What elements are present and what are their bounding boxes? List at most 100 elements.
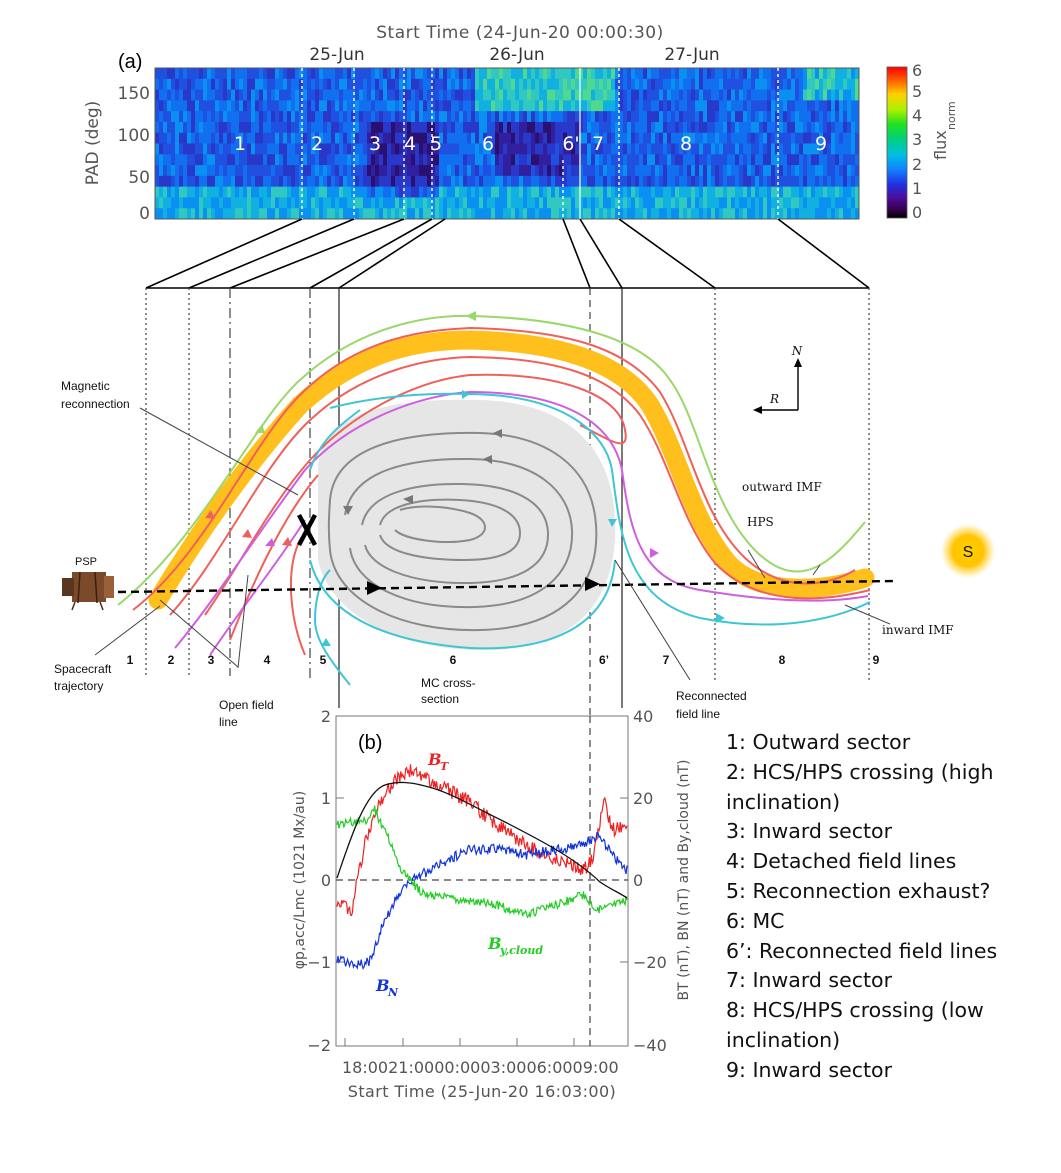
- radial-label: R: [769, 392, 779, 406]
- region-label-6: 6: [482, 133, 494, 155]
- right-ytick-m40: −40: [633, 1036, 667, 1055]
- left-ytick-1: 1: [321, 789, 331, 808]
- region-legend: 1: Outward sector 2: HCS/HPS crossing (h…: [726, 728, 1056, 1086]
- panel-b-xticks: 18:0021:0000:0003:0006:0009:00: [342, 1058, 619, 1077]
- magnetic-reconnection-line2: reconnection: [61, 397, 130, 411]
- by-label-sub: y,cloud: [499, 944, 543, 957]
- mc-cross-section-line1: MC cross-: [421, 676, 476, 690]
- mc-loop-arrows: [343, 429, 502, 515]
- panel-a-title: Start Time (24-Jun-20 00:00:30): [376, 23, 664, 43]
- panel-a: (a) Start Time (24-Jun-20 00:00:30) 25-J…: [83, 23, 958, 224]
- bn-label: B: [375, 976, 390, 995]
- hps-label: HPS: [747, 515, 774, 529]
- legend-item: 3: Inward sector: [726, 819, 893, 844]
- panel-a-label: (a): [118, 51, 142, 73]
- colorbar-label-sub: norm: [945, 101, 958, 130]
- pad-ytick-100: 100: [118, 126, 150, 146]
- cbar-tick-5: 5: [912, 82, 922, 101]
- psp-spacecraft-icon: [62, 571, 114, 611]
- spectrogram-frame: [154, 67, 860, 220]
- pad-ylabel: PAD (deg): [83, 101, 103, 186]
- mc-cross-section-line2: section: [421, 692, 459, 706]
- schematic-region-numbers: 1 2 3 4 5 6 6’ 7 8 9: [127, 653, 880, 667]
- hps-band: [148, 330, 875, 610]
- legend-item: 9: Inward sector: [726, 1057, 893, 1082]
- pad-y-axis: 0 50 100 150: [118, 84, 150, 224]
- colorbar-label: flux: [931, 130, 950, 160]
- reconnected-field-line-line2: field line: [676, 707, 720, 721]
- annotation-leaders: [94, 407, 891, 681]
- bt-label: B: [427, 750, 442, 769]
- cbar-tick-0: 0: [912, 203, 922, 222]
- panel-b-label: (b): [358, 732, 382, 754]
- north-label: N: [791, 344, 803, 358]
- outward-imf-line: [117, 314, 866, 606]
- outward-imf-label: outward IMF: [742, 480, 822, 494]
- colorbar: [886, 66, 908, 219]
- legend-item: inclination): [726, 789, 841, 814]
- spectrogram-boundaries: [301, 68, 779, 219]
- left-ytick-m1: −1: [307, 953, 331, 972]
- right-ytick-40: 40: [633, 707, 653, 726]
- region-label-9: 9: [815, 133, 827, 155]
- schem-num-6-prime: 6’: [599, 653, 609, 667]
- cbar-tick-6: 6: [912, 61, 922, 80]
- panel-b-frame: [335, 715, 629, 1047]
- field-line-arrows: [205, 311, 725, 646]
- open-field-line-line1: Open field: [219, 698, 274, 712]
- open-field-line-line2: line: [219, 715, 238, 729]
- legend-item: 6’: Reconnected field lines: [726, 938, 998, 963]
- panel-b-left-yticks: −2 −1 0 1 2: [307, 707, 331, 1055]
- schem-num-2: 2: [168, 653, 175, 667]
- schem-num-6: 6: [450, 653, 457, 667]
- region-label-1: 1: [234, 133, 246, 155]
- left-ytick-2: 2: [321, 707, 331, 726]
- trajectory-arrow-2: [585, 577, 600, 591]
- inward-imf-label: inward IMF: [882, 623, 954, 637]
- pad-ytick-0: 0: [139, 204, 150, 224]
- legend-item: 2: HCS/HPS crossing (high: [726, 759, 994, 784]
- reconnection-x-mark: [297, 513, 317, 547]
- schem-num-7: 7: [663, 653, 670, 667]
- panel-b-right-ylabel: BT (nT), BN (nT) and By,cloud (nT): [676, 759, 692, 1000]
- pad-spectrogram: [155, 68, 859, 219]
- spacecraft-trajectory-line1: Spacecraft: [54, 662, 112, 676]
- region-label-2: 2: [311, 133, 323, 155]
- pad-ytick-150: 150: [118, 84, 150, 104]
- region-label-3: 3: [369, 133, 381, 155]
- connector-lines: [145, 218, 870, 289]
- bn-curve: [336, 831, 628, 970]
- right-ytick-0: 0: [633, 871, 643, 890]
- legend-item: 4: Detached field lines: [726, 849, 957, 874]
- annotation-texts: Magnetic reconnection Spacecraft traject…: [54, 379, 954, 729]
- by-label: B: [487, 934, 502, 953]
- panel-b-left-ylabel: φp,acc/Lmc (1021 Mx/au): [292, 791, 308, 969]
- field-lines: [117, 314, 875, 686]
- schem-num-1: 1: [127, 653, 134, 667]
- bn-label-sub: N: [387, 986, 399, 999]
- legend-item: 7: Inward sector: [726, 968, 893, 993]
- left-ytick-m2: −2: [307, 1036, 331, 1055]
- cbar-tick-4: 4: [912, 106, 922, 125]
- schem-num-4: 4: [264, 653, 271, 667]
- legend-item: 6: MC: [726, 908, 785, 933]
- sun-label: S: [963, 544, 974, 561]
- legend-item: inclination): [726, 1027, 841, 1052]
- schem-num-9: 9: [873, 653, 880, 667]
- region-label-4: 4: [404, 133, 416, 155]
- cbar-tick-2: 2: [912, 155, 922, 174]
- region-label-8: 8: [680, 133, 692, 155]
- pad-ytick-50: 50: [128, 168, 150, 188]
- schem-num-3: 3: [208, 653, 215, 667]
- psp-label: PSP: [75, 556, 97, 568]
- left-ytick-0: 0: [321, 871, 331, 890]
- date-tick-27-jun: 27-Jun: [664, 45, 719, 65]
- right-ytick-m20: −20: [633, 953, 667, 972]
- spacecraft-trajectory-line2: trajectory: [54, 679, 103, 693]
- spectrogram-region-labels: 1 2 3 4 5 6 6' 7 8 9: [234, 133, 827, 155]
- sun-icon: [940, 523, 996, 579]
- cbar-tick-1: 1: [912, 179, 922, 198]
- legend-item: 8: HCS/HPS crossing (low: [726, 998, 984, 1023]
- magnetic-reconnection-line1: Magnetic: [61, 379, 110, 393]
- schem-num-8: 8: [779, 653, 786, 667]
